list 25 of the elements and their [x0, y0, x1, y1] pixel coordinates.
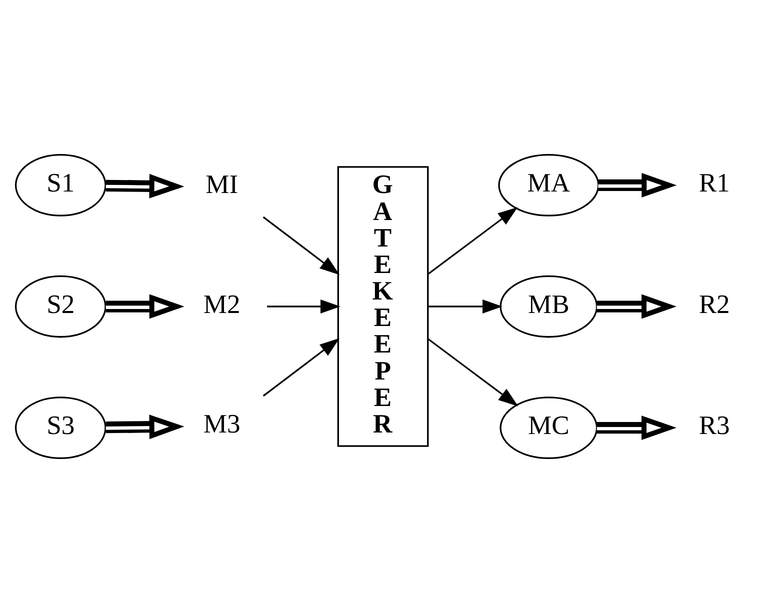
node-text: R3 [698, 410, 730, 440]
node-ellipse: MA [498, 154, 600, 216]
node-ellipse: S1 [14, 154, 106, 216]
node-text: MI [206, 168, 238, 199]
node-box: G A T E K E E P E R [337, 166, 429, 446]
arrow [262, 338, 340, 396]
node-text: R1 [698, 167, 730, 198]
arrow [106, 173, 184, 198]
arrow [428, 338, 518, 406]
arrow [596, 415, 676, 440]
arrow [596, 294, 676, 318]
node-ellipse: MC [500, 396, 598, 458]
arrow [267, 299, 340, 313]
node-text: M2 [203, 288, 240, 318]
arrow [428, 206, 518, 274]
arrow [428, 299, 502, 313]
node-text: M3 [203, 408, 240, 438]
arrow [106, 294, 184, 318]
node-ellipse: MB [500, 274, 598, 338]
arrow [598, 172, 677, 197]
arrow [106, 414, 184, 439]
node-text: R2 [698, 288, 730, 318]
node-ellipse: S2 [14, 274, 106, 338]
node-ellipse: S3 [14, 396, 106, 458]
arrow [262, 216, 340, 274]
